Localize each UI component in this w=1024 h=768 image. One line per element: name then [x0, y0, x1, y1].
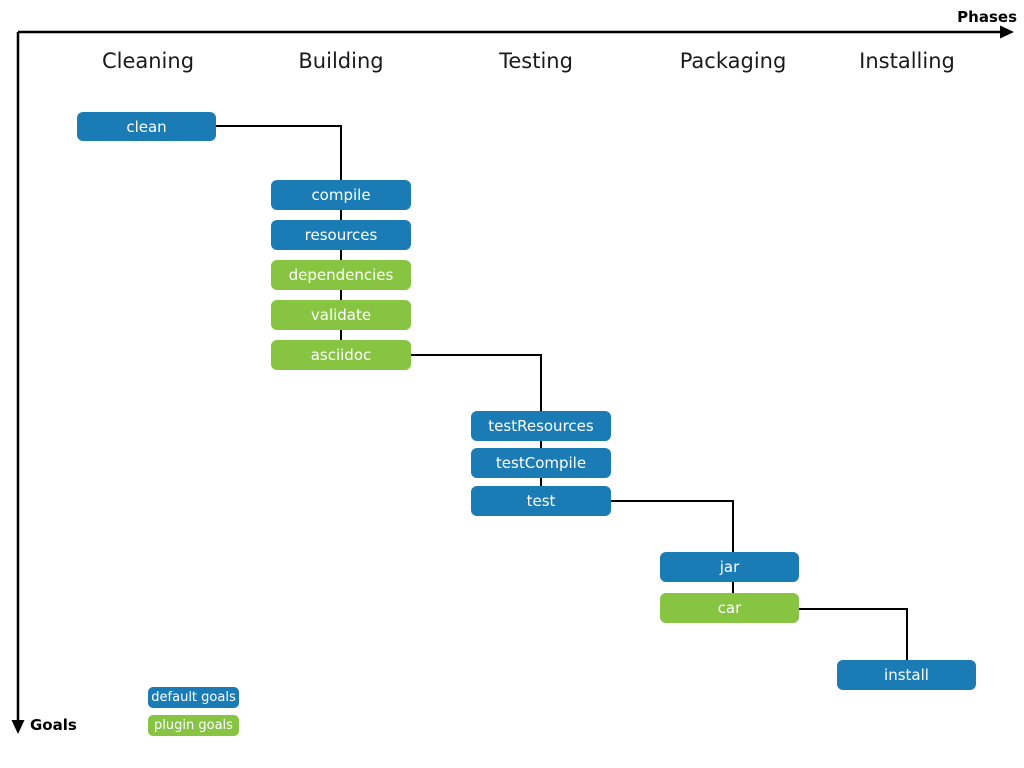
phase-header-building: Building — [298, 49, 384, 73]
phase-header-testing: Testing — [499, 49, 573, 73]
goal-node-testcompile: testCompile — [471, 448, 611, 478]
legend-default-goals: default goals — [148, 687, 239, 708]
goal-node-clean: clean — [77, 112, 216, 141]
connector-asciidoc-testresources — [411, 354, 542, 411]
goal-node-validate: validate — [271, 300, 411, 330]
goal-node-dependencies: dependencies — [271, 260, 411, 290]
connector-test-jar — [611, 500, 734, 552]
goals-axis-arrowhead — [11, 720, 25, 734]
phase-header-installing: Installing — [859, 49, 955, 73]
connector-clean-compile — [216, 125, 342, 180]
phases-axis-arrowhead — [1000, 25, 1014, 39]
goal-node-resources: resources — [271, 220, 411, 250]
goal-node-test: test — [471, 486, 611, 516]
goals-axis-label: Goals — [30, 716, 77, 734]
goal-node-car: car — [660, 593, 799, 623]
goal-node-compile: compile — [271, 180, 411, 210]
goal-node-install: install — [837, 660, 976, 690]
phase-header-packaging: Packaging — [679, 49, 787, 73]
connector-car-install — [799, 608, 908, 660]
goal-node-testresources: testResources — [471, 411, 611, 441]
goal-node-asciidoc: asciidoc — [271, 340, 411, 370]
phases-axis-label: Phases — [957, 8, 1017, 26]
goal-node-jar: jar — [660, 552, 799, 582]
phase-header-cleaning: Cleaning — [101, 49, 195, 73]
legend-plugin-goals: plugin goals — [148, 715, 239, 736]
